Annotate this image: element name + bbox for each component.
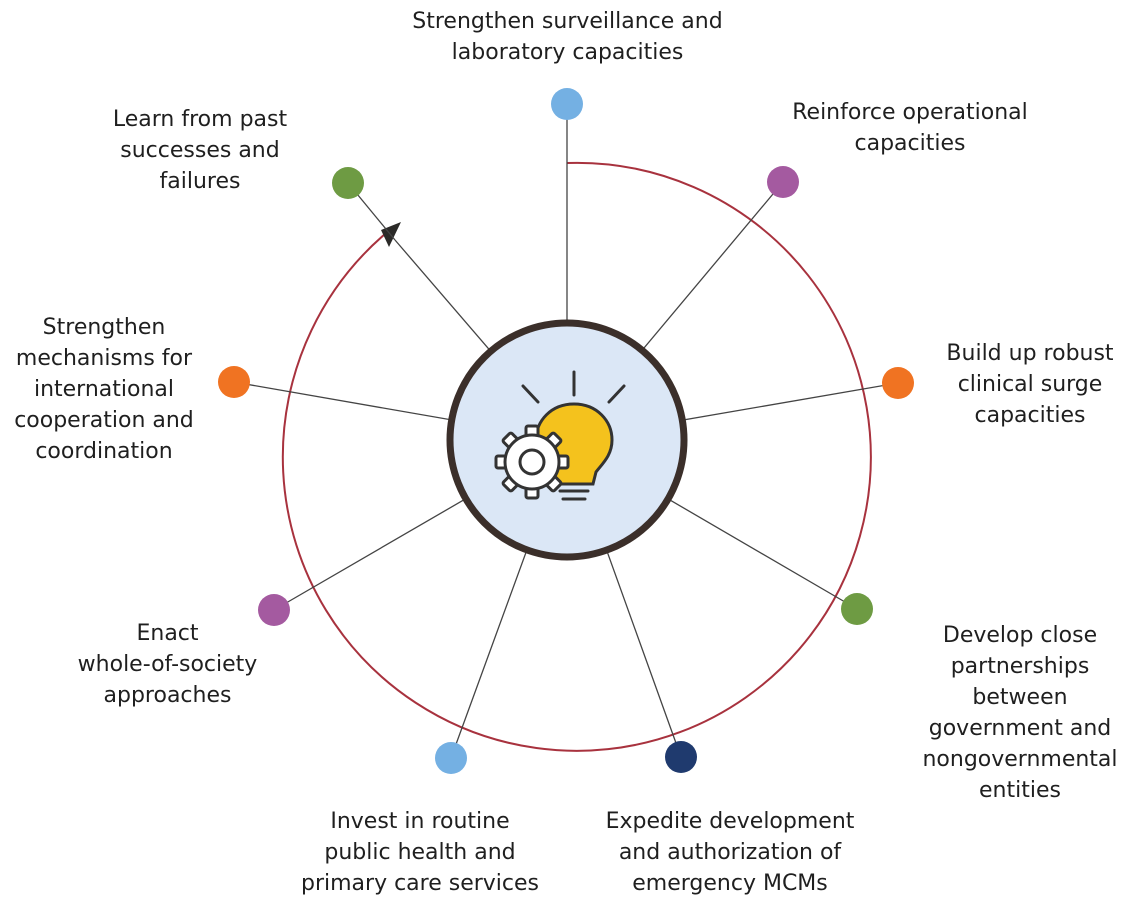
gear-lightbulb-icon: [494, 370, 626, 501]
node-label-society: Enact whole-of-society approaches: [77, 621, 258, 708]
node-label-mcms: Expedite development and authorization o…: [605, 809, 855, 896]
node-dot-partnerships: [841, 593, 873, 625]
node-label-routine: Invest in routine public health and prim…: [300, 809, 540, 896]
node-dot-surge: [882, 367, 914, 399]
node-dot-mcms: [665, 741, 697, 773]
node-label-surveillance: Strengthen surveillance and laboratory c…: [412, 9, 723, 65]
node-dot-surveillance: [551, 88, 583, 120]
node-label-surge: Build up robust clinical surge capacitie…: [946, 341, 1114, 428]
node-label-partnerships: Develop close partnerships between gover…: [922, 623, 1118, 803]
node-dot-society: [258, 594, 290, 626]
node-dot-routine: [435, 742, 467, 774]
node-label-learn: Learn from past successes and failures: [112, 107, 288, 194]
node-dot-operational: [767, 166, 799, 198]
cycle-arc: [281, 161, 872, 752]
node-dot-international: [218, 366, 250, 398]
node-dot-learn: [332, 167, 364, 199]
node-label-operational: Reinforce operational capacities: [792, 100, 1028, 156]
node-label-international: Strengthen mechanisms for international …: [14, 315, 194, 464]
